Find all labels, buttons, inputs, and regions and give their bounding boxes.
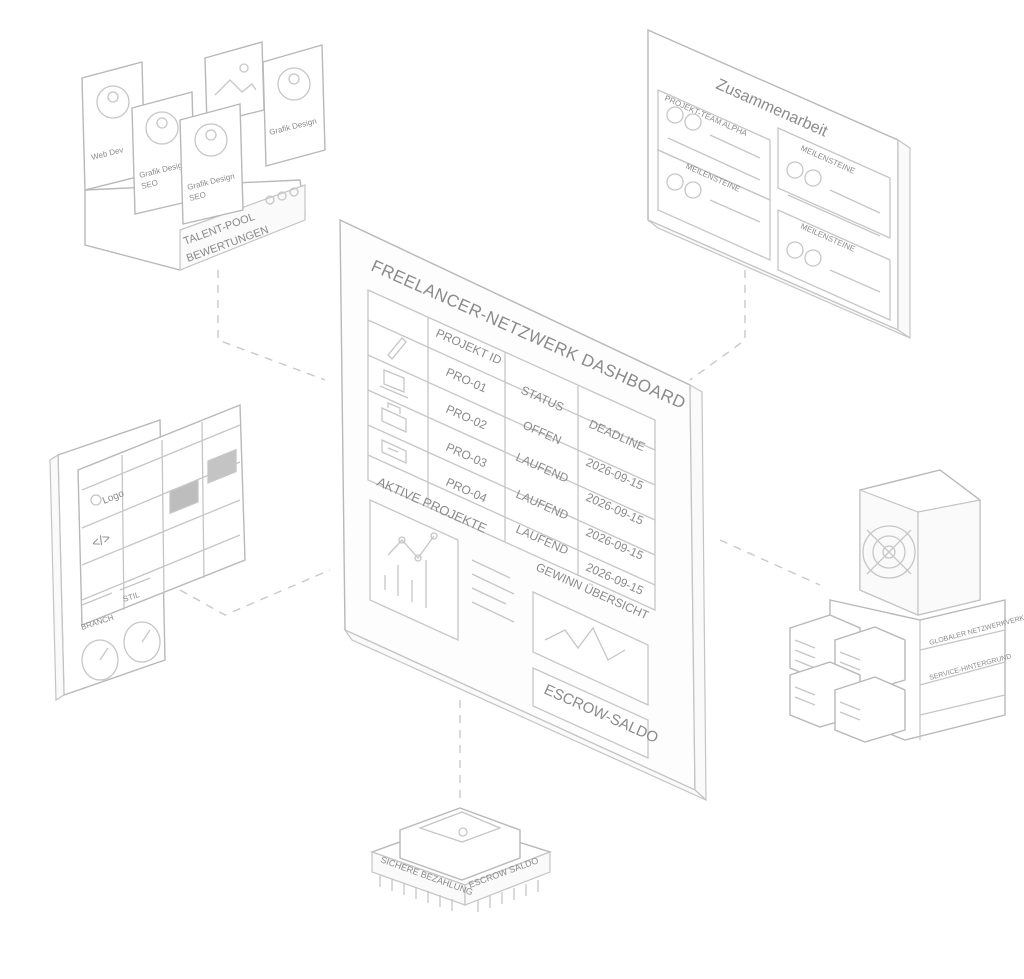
image-tiles: [169, 448, 237, 515]
connector-lines: [179, 270, 821, 800]
svg-text:</>: </>: [90, 530, 113, 551]
tablet-device: Logo </> BRANCH STIL: [49, 403, 246, 702]
talent-card[interactable]: Grafik Design SEO: [179, 103, 244, 225]
pencil-icon: [387, 337, 407, 360]
user-avatar-icon: [277, 67, 311, 101]
fan-unit: [859, 469, 981, 616]
dashboard-panel: FREELANCER-NETZWERK DASHBOARD PROJEKT ID…: [339, 218, 707, 802]
summary-lines: [471, 559, 515, 623]
app-grid: [81, 421, 241, 611]
gauge-icon: [81, 639, 119, 681]
gauge-icon: [123, 621, 161, 663]
code-icon: </>: [90, 530, 113, 551]
code-screen-icon: [381, 438, 407, 465]
server-unit: [834, 676, 906, 743]
laptop-icon: [379, 369, 409, 399]
payment-chip: SICHERE BEZAHLUNG ESCROW SALDO: [369, 807, 553, 912]
user-avatar-icon: [145, 111, 179, 145]
active-projects-chart: [369, 498, 459, 642]
talent-card[interactable]: Grafik Design: [262, 44, 326, 167]
user-avatar-icon: [194, 123, 228, 157]
talent-pool-module: TALENT-POOL BEWERTUNGEN Web Dev Grafik D…: [81, 41, 326, 271]
talent-card-name-2: SEO: [140, 178, 159, 191]
projects-table: PROJEKT ID STATUS DEADLINE PRO-01 PRO-02…: [367, 288, 656, 612]
talent-card-name-2: SEO: [188, 190, 207, 203]
toolbox-icon: [381, 402, 407, 434]
talent-card[interactable]: Web Dev: [81, 61, 146, 191]
profit-chart: [532, 590, 649, 707]
server-stack: GLOBALER NETZWERKVERKEHR SERVICE-HINTERG…: [789, 469, 1024, 743]
wallet-icon: [399, 807, 521, 881]
collaboration-module: Zusammenarbeit PROJEKT-TEAM ALPHA MEILEN…: [647, 28, 911, 340]
chip-pins: [379, 875, 539, 912]
user-avatar-icon: [96, 85, 130, 119]
